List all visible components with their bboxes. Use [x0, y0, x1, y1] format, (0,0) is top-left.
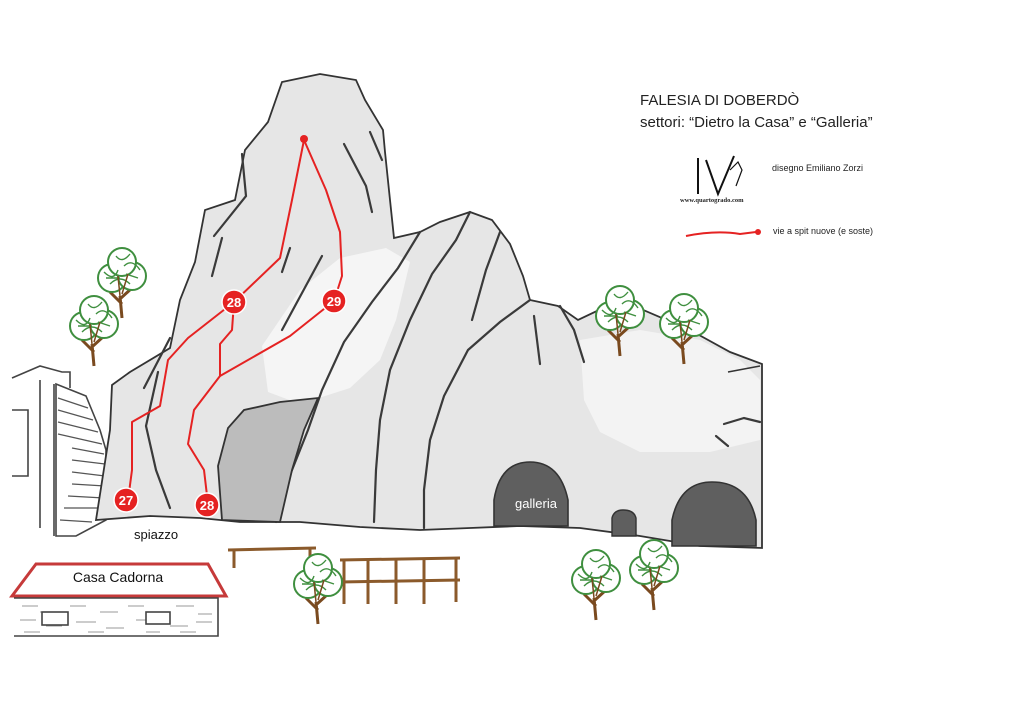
- route-number-27: 27: [119, 493, 133, 508]
- rock-contours: [142, 130, 762, 530]
- picnic-fence: [339, 556, 461, 604]
- large-cave: [671, 481, 757, 547]
- map-title: FALESIA DI DOBERDÒ: [640, 92, 800, 109]
- legend-label: vie a spit nuove (e soste): [773, 226, 874, 236]
- route-marker: 29: [321, 288, 347, 314]
- tree: [570, 548, 622, 622]
- route-connector: [219, 301, 235, 377]
- quartogrado-logo: [697, 155, 743, 197]
- galleria-cave: [493, 461, 569, 527]
- route-marker: 27: [113, 487, 139, 513]
- route-27: [127, 301, 235, 501]
- bench: [227, 546, 317, 568]
- staircase: [55, 382, 107, 537]
- map-subtitle: settori: “Dietro la Casa” e “Galleria”: [640, 114, 873, 131]
- left-wall: [11, 365, 71, 536]
- tree: [68, 294, 120, 368]
- casa-cadorna: [9, 562, 229, 637]
- route-28-right: [187, 300, 335, 505]
- drawing-credit: disegno Emiliano Zorzi: [772, 163, 864, 173]
- route-marker: 28: [194, 492, 220, 518]
- route-marker: 28: [221, 289, 247, 315]
- route-number-29: 29: [327, 294, 341, 309]
- route-number-28-upper: 28: [227, 295, 241, 310]
- website-label: www.quartogrado.com: [680, 197, 744, 204]
- casa-cadorna-label: Casa Cadorna: [72, 569, 164, 585]
- galleria-label: galleria: [515, 496, 557, 511]
- tree: [628, 538, 680, 612]
- route-29: [303, 139, 343, 302]
- climbing-routes: [127, 139, 343, 505]
- legend-route-swatch: [685, 229, 761, 237]
- spiazzo-label: spiazzo: [134, 527, 179, 542]
- route-28-left: [233, 139, 305, 303]
- boulder: [217, 396, 320, 523]
- rock-massif: [94, 73, 763, 549]
- small-cave: [611, 509, 637, 537]
- top-belay-anchor: [300, 135, 308, 143]
- route-number-28-lower: 28: [200, 498, 214, 513]
- tree: [292, 552, 344, 626]
